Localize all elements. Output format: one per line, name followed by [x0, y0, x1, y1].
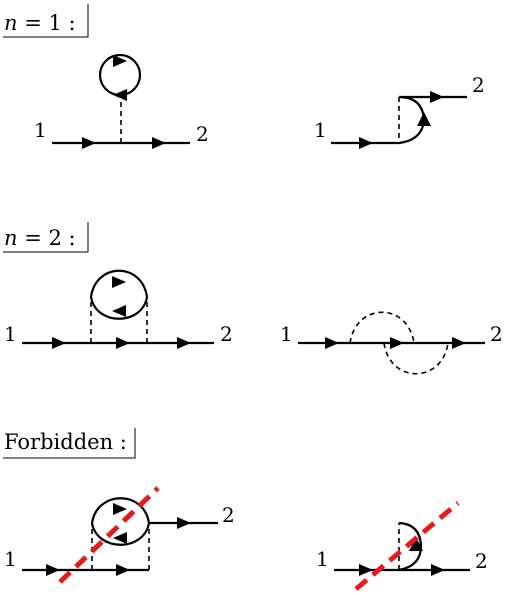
loop-arrow [113, 89, 127, 101]
loop-arrow [113, 55, 127, 67]
diagram-n2-crossed: 1 2 [280, 311, 503, 375]
fermion-arrow [116, 337, 130, 349]
external-label-start: 1 [316, 547, 329, 571]
external-label-end: 2 [196, 122, 209, 146]
fermion-propagator-curve [398, 521, 423, 572]
fermion-arrow [390, 337, 404, 349]
forbidden-strike-mark [354, 501, 460, 591]
fermion-arrow [82, 137, 96, 149]
fermion-arrow [325, 337, 339, 349]
fermion-arrow [116, 564, 130, 576]
section-n2-header: n = 2 : [3, 222, 89, 253]
fermion-loop-lower [89, 296, 149, 320]
diagram-n1-exchange: 1 2 [314, 73, 485, 149]
diagram-forbidden-exchange: 1 2 [316, 501, 488, 591]
section-forbidden-frame [3, 428, 136, 459]
fermion-loop-upper [90, 497, 151, 524]
external-label-end: 2 [222, 503, 235, 527]
section-n2-title: n = 2 : [4, 226, 76, 250]
section-n2-frame [3, 222, 89, 253]
section-forbidden-title: Forbidden : [4, 430, 127, 454]
fermion-arrow [152, 137, 166, 149]
interaction-line-lower [383, 342, 449, 375]
diagram-n2-bubble: 1 2 [4, 269, 233, 349]
external-label-end: 2 [472, 73, 485, 97]
external-label-start: 1 [4, 547, 17, 571]
loop-arrow [112, 305, 126, 317]
section-n1-title: n = 1 : [4, 11, 76, 35]
fermion-arrow [417, 112, 431, 126]
fermion-arrow [430, 91, 444, 103]
fermion-arrow [431, 564, 445, 576]
section-forbidden-header: Forbidden : [3, 428, 136, 459]
loop-arrow [112, 276, 126, 288]
interaction-line-upper [349, 311, 415, 344]
fermion-arrow [177, 337, 191, 349]
external-label-start: 1 [314, 118, 327, 142]
fermion-loop-lower [90, 522, 151, 546]
diagram-n1-tadpole: 1 2 [34, 53, 209, 149]
diagram-forbidden-bubble: 1 2 [4, 486, 235, 584]
fermion-loop-upper [89, 269, 149, 298]
fermion-arrow [359, 137, 373, 149]
fermion-arrow [46, 564, 60, 576]
external-label-start: 1 [4, 322, 17, 346]
external-label-end: 2 [220, 322, 233, 346]
loop-arrow [113, 503, 127, 515]
fermion-arrow [177, 517, 191, 529]
loop-arrow [113, 532, 127, 544]
fermion-arrow [409, 537, 423, 551]
external-label-start: 1 [34, 118, 47, 142]
section-n1-header: n = 1 : [3, 4, 89, 38]
fermion-arrow [452, 337, 466, 349]
external-label-end: 2 [490, 322, 503, 346]
external-label-end: 2 [475, 549, 488, 573]
fermion-arrow [359, 564, 373, 576]
section-n1-frame [3, 4, 89, 38]
forbidden-strike-mark [58, 486, 160, 584]
external-label-start: 1 [280, 322, 293, 346]
fermion-arrow [52, 337, 66, 349]
